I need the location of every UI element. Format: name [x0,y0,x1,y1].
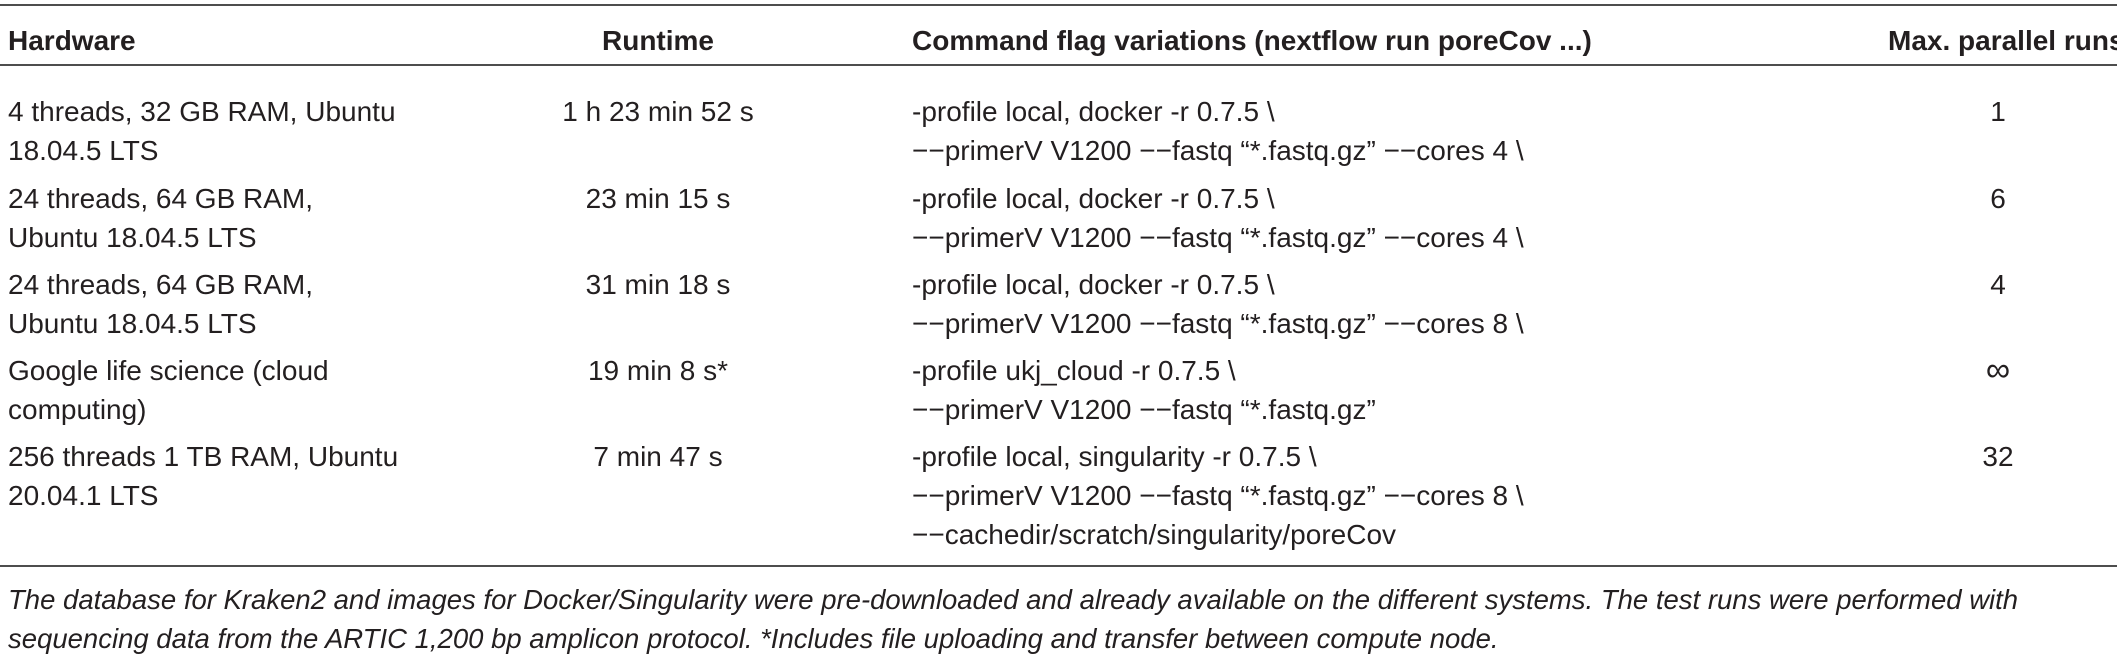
header-hardware: Hardware [8,25,136,56]
table-row-5-command: -profile local, singularity -r 0.7.5 \ −… [912,441,1524,550]
table-row-3-max-parallel: 4 [1990,269,2006,300]
table-row-5-hardware: 256 threads 1 TB RAM, Ubuntu 20.04.1 LTS [8,441,399,511]
table-row-4-max-parallel: ∞ [1985,351,2011,389]
table-top-rule [0,4,2117,6]
header-max-parallel: Max. parallel runs [1888,25,2117,56]
table-header-rule [0,64,2117,66]
table-row-2-max-parallel: 6 [1990,183,2006,214]
header-runtime: Runtime [602,25,714,56]
table-row-4-runtime: 19 min 8 s* [587,355,729,386]
header-command: Command flag variations (nextflow run po… [912,25,1592,56]
table-row-3-command: -profile local, docker -r 0.7.5 \ −−prim… [912,269,1524,339]
table-row-3-runtime: 31 min 18 s [585,269,731,300]
table-row-1-hardware: 4 threads, 32 GB RAM, Ubuntu 18.04.5 LTS [8,96,396,166]
table-row-5-max-parallel: 32 [1982,441,2014,472]
table-footnote: The database for Kraken2 and images for … [8,584,2019,654]
table-row-1-runtime: 1 h 23 min 52 s [562,96,754,127]
table-row-4-command: -profile ukj_cloud -r 0.7.5 \ −−primerV … [912,355,1376,425]
table-row-1-command: -profile local, docker -r 0.7.5 \ −−prim… [912,96,1524,166]
table-row-3-hardware: 24 threads, 64 GB RAM, Ubuntu 18.04.5 LT… [8,269,314,339]
table-row-4-hardware: Google life science (cloud computing) [8,355,329,425]
table-row-2-hardware: 24 threads, 64 GB RAM, Ubuntu 18.04.5 LT… [8,183,314,253]
table-row-1-max-parallel: 1 [1990,96,2006,127]
table-row-2-runtime: 23 min 15 s [585,183,731,214]
table-row-5-runtime: 7 min 47 s [593,441,723,472]
table-bottom-rule [0,565,2117,567]
table-row-2-command: -profile local, docker -r 0.7.5 \ −−prim… [912,183,1524,253]
